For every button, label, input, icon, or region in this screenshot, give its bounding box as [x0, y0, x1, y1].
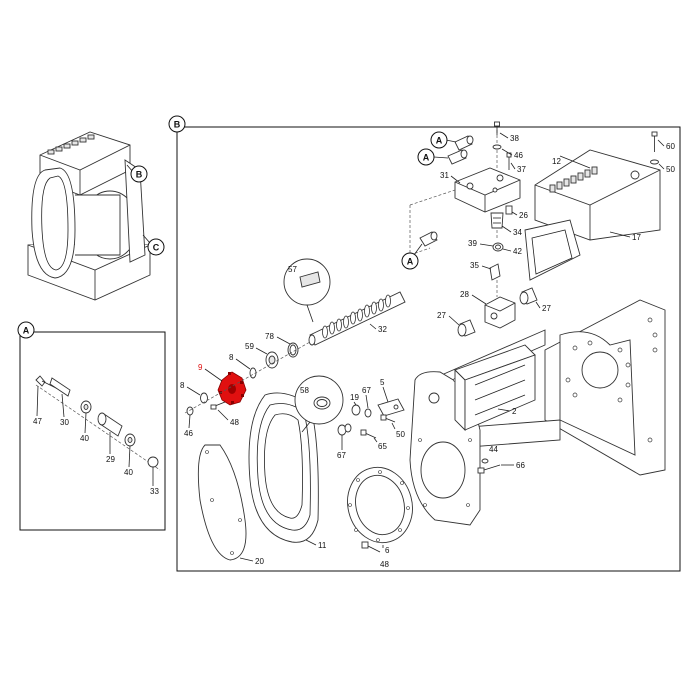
- label-67a: 67: [362, 386, 371, 395]
- label-37: 37: [517, 165, 526, 174]
- label-66: 66: [516, 461, 525, 470]
- screw-48a: [210, 401, 226, 410]
- top-housing-17: [524, 149, 661, 281]
- detail-bubble-57: [283, 258, 331, 323]
- label-34: 34: [513, 228, 522, 237]
- label-8a: 8: [229, 353, 234, 362]
- detail-panel-A: A: [17, 321, 166, 531]
- callout-A-1[interactable]: A: [430, 131, 457, 149]
- ring-46b: [186, 406, 194, 416]
- label-42: 42: [513, 247, 522, 256]
- ring-46: [492, 144, 502, 150]
- ring-flange-6: [347, 466, 413, 544]
- part-67b: [337, 423, 352, 436]
- label-33: 33: [150, 487, 159, 496]
- label-20: 20: [255, 557, 264, 566]
- label-44: 44: [489, 445, 498, 454]
- bush-27b: [519, 287, 538, 305]
- label-58: 58: [300, 386, 309, 395]
- label-48a: 48: [230, 418, 239, 427]
- svg-text:A: A: [436, 136, 443, 146]
- svg-text:C: C: [153, 243, 160, 253]
- label-5: 5: [380, 378, 385, 387]
- callout-A-3[interactable]: A: [401, 243, 423, 270]
- label-47: 47: [33, 417, 42, 426]
- label-19: 19: [350, 393, 359, 402]
- svg-text:B: B: [136, 170, 143, 180]
- bolt-48b: [361, 541, 381, 553]
- part-19: [351, 404, 361, 416]
- block-28: [484, 296, 516, 329]
- label-6: 6: [385, 546, 390, 555]
- detail-panel-B: B: [168, 115, 681, 572]
- label-29: 29: [106, 455, 115, 464]
- cover-20: [197, 444, 247, 561]
- washer-8b: [200, 392, 208, 404]
- rail-assembly: [454, 344, 536, 432]
- pin-35: [489, 263, 501, 281]
- label-46b: 46: [184, 429, 193, 438]
- plug-26: [505, 205, 513, 215]
- bush-27a: [457, 319, 476, 337]
- svg-text:A: A: [423, 153, 430, 163]
- label-32: 32: [378, 325, 387, 334]
- label-48b: 48: [380, 560, 389, 569]
- fitting-A3: [419, 231, 438, 247]
- label-8b: 8: [180, 381, 185, 390]
- overview-callout-C[interactable]: C: [147, 238, 165, 256]
- ring-78: [287, 342, 299, 358]
- label-59: 59: [245, 342, 254, 351]
- bolt-50b: [380, 414, 396, 423]
- svg-text:A: A: [407, 257, 414, 267]
- label-28: 28: [460, 290, 469, 299]
- part-67a: [364, 408, 372, 418]
- label-35: 35: [470, 261, 479, 270]
- label-30: 30: [60, 418, 69, 427]
- callout-A-2[interactable]: A: [417, 148, 449, 166]
- label-46a: 46: [514, 151, 523, 160]
- ring-42: [492, 242, 504, 252]
- washer-44: [481, 458, 489, 464]
- part-labels: 38 60 46 12 37 50 31 26 34 17 39 42 35 5…: [180, 132, 675, 569]
- detail-bubble-58: [294, 375, 344, 433]
- fitting-34: [490, 212, 504, 229]
- label-60: 60: [666, 142, 675, 151]
- label-39: 39: [468, 239, 477, 248]
- overview-callout-B[interactable]: B: [130, 165, 148, 183]
- label-2: 2: [512, 407, 517, 416]
- bolt-65: [360, 429, 377, 439]
- label-38: 38: [510, 134, 519, 143]
- label-27a: 27: [437, 311, 446, 320]
- shaft-32: [308, 291, 406, 346]
- label-65: 65: [378, 442, 387, 451]
- screw-38: [494, 121, 500, 135]
- fitting-A2: [447, 149, 468, 165]
- label-50a: 50: [666, 165, 675, 174]
- overview-assembly: [27, 131, 151, 301]
- label-26: 26: [519, 211, 528, 220]
- label-40b: 40: [124, 468, 133, 477]
- label-17: 17: [632, 233, 641, 242]
- svg-text:B: B: [174, 120, 181, 130]
- label-31: 31: [440, 171, 449, 180]
- label-57: 57: [288, 265, 297, 274]
- valve-block-31: [454, 167, 521, 213]
- label-12: 12: [552, 157, 561, 166]
- part-9-highlighted[interactable]: [217, 371, 247, 406]
- label-78: 78: [265, 332, 274, 341]
- bolt-66: [477, 464, 501, 474]
- bolt-60: [650, 131, 659, 165]
- label-67b: 67: [337, 451, 346, 460]
- label-11: 11: [318, 541, 327, 550]
- label-27b: 27: [542, 304, 551, 313]
- label-50b: 50: [396, 430, 405, 439]
- svg-text:A: A: [23, 326, 30, 336]
- label-40a: 40: [80, 434, 89, 443]
- bolt-37: [506, 152, 512, 170]
- bracket-5: [377, 398, 405, 417]
- fitting-A1: [454, 135, 474, 151]
- label-9: 9: [198, 363, 203, 372]
